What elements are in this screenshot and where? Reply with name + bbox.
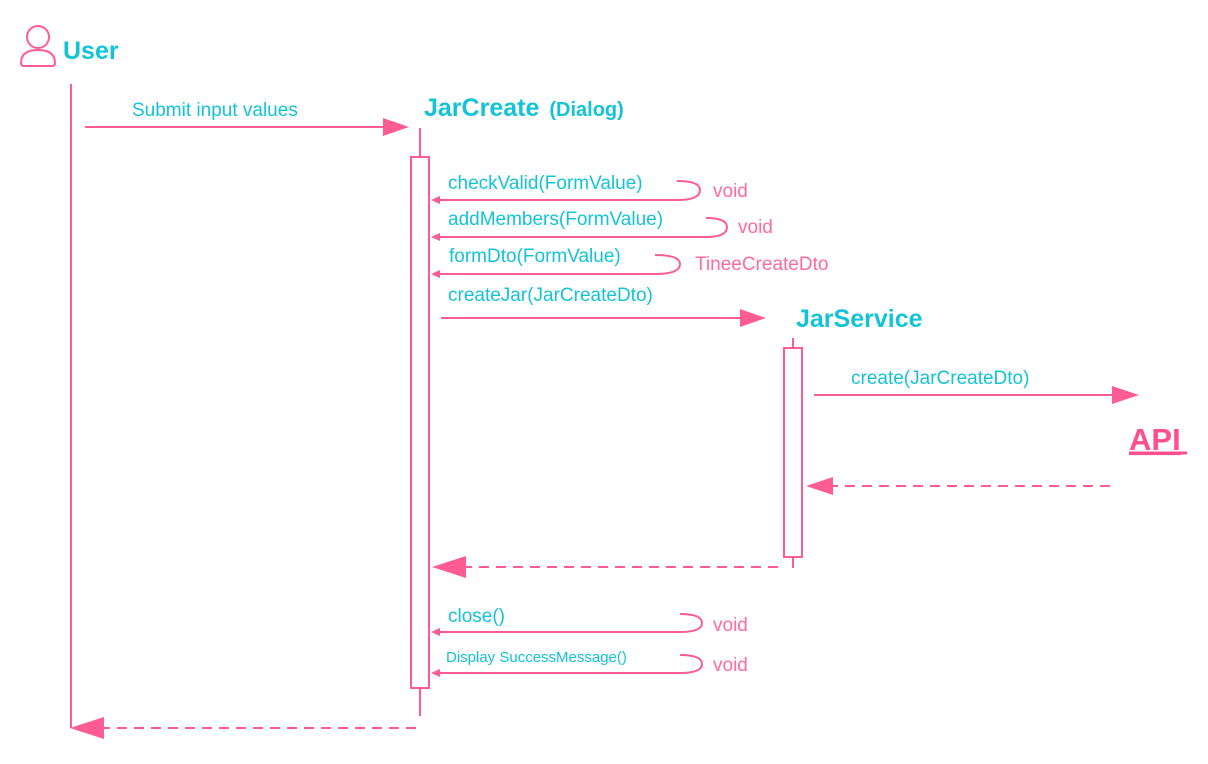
user-icon [19,25,57,67]
message-close-label: close() [448,606,505,627]
message-check-valid: checkValid(FormValue) void [431,173,748,204]
message-create-label: create(JarCreateDto) [851,368,1029,389]
jarservice-title: JarService [796,305,923,333]
message-add-members-return: void [738,217,773,238]
message-check-valid-label: checkValid(FormValue) [448,173,643,194]
jarcreate-name: JarCreate [424,94,539,122]
message-display-success-label: Display SuccessMessage() [446,649,627,666]
return-jarcreate [70,717,416,739]
message-close: close() void [431,606,748,636]
user-title: User [63,37,119,65]
message-add-members: addMembers(FormValue) void [431,209,773,241]
return-api [806,477,1110,495]
message-create-jar: createJar(JarCreateDto) [441,285,766,327]
message-close-return: void [713,615,748,636]
message-submit: Submit input values [85,100,409,136]
message-check-valid-return: void [713,181,748,202]
message-create: create(JarCreateDto) [814,368,1139,404]
jarcreate-suffix: (Dialog) [549,99,623,121]
jarcreate-title: JarCreate (Dialog) [424,94,624,122]
message-form-dto: formDto(FormValue) TineeCreateDto [431,246,828,278]
message-add-members-label: addMembers(FormValue) [448,209,663,230]
message-form-dto-label: formDto(FormValue) [449,246,621,267]
message-display-success: Display SuccessMessage() void [431,649,748,677]
message-submit-label: Submit input values [132,100,298,121]
jarcreate-activation [410,156,430,689]
jarservice-activation [783,347,803,558]
message-form-dto-return: TineeCreateDto [695,254,828,275]
message-display-success-return: void [713,655,748,676]
message-create-jar-label: createJar(JarCreateDto) [448,285,653,306]
api-title: API [1129,422,1181,457]
return-jarservice [432,556,778,578]
